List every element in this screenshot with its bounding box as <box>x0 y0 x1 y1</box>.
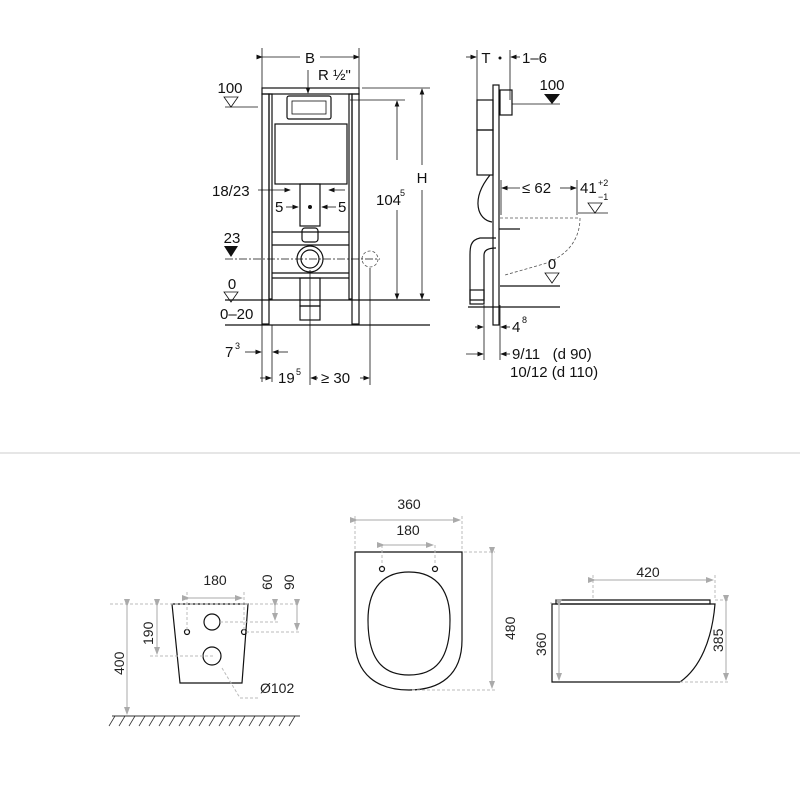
dim-1-6-label: 1–6 <box>522 50 547 67</box>
dim-7-3-label: 7 <box>225 344 233 361</box>
height-385-label: 385 <box>710 628 726 652</box>
dim-9-11-label: 9/11 (d 90) <box>512 346 592 363</box>
dim-4-8-label: 4 <box>512 319 520 336</box>
dim-41-tolerance-minus: −1 <box>598 192 608 202</box>
dim-19-5-sup: 5 <box>296 367 301 377</box>
dim-90-label: 90 <box>281 574 297 590</box>
dim-41-tolerance-plus: +2 <box>598 178 608 188</box>
range-0-20-label: 0–20 <box>220 306 253 323</box>
level-0-label: 0 <box>228 276 236 293</box>
width-label: B <box>305 50 315 67</box>
length-480-label: 480 <box>502 616 518 640</box>
dim-4-8-sup: 8 <box>522 315 527 325</box>
dim-41-label: 41 <box>580 180 597 197</box>
outlet-diameter-label: Ø102 <box>260 680 294 696</box>
level-0-label: 0 <box>548 256 556 273</box>
dim-5-right-label: 5 <box>338 199 346 216</box>
dim-62-label: ≤ 62 <box>522 180 551 197</box>
dim-10-12-label: 10/12 (d 110) <box>510 364 598 381</box>
height-label: H <box>417 170 428 187</box>
toilet-top-view: 360 180 480 <box>350 496 518 691</box>
hole-spacing-180-label: 180 <box>203 572 227 588</box>
height-360-label: 360 <box>533 632 549 656</box>
depth-label: T <box>481 50 490 67</box>
height-104-sup: 5 <box>400 188 405 198</box>
height-104-label: 104 <box>376 192 401 209</box>
width-360-label: 360 <box>397 496 421 512</box>
level-23-label: 23 <box>224 230 241 247</box>
installation-frame-side-view: T 1–6 100 ≤ 62 41 +2 −1 0 4 8 9/11 (d 90… <box>466 50 608 381</box>
length-420-label: 420 <box>636 564 660 580</box>
installation-frame-front-view: B R ½" 100 104 5 H 18/23 5 5 23 0 0–20 7… <box>212 48 430 387</box>
dim-5-left-label: 5 <box>275 199 283 216</box>
dim-190-label: 190 <box>140 621 156 645</box>
dim-400-label: 400 <box>111 651 127 675</box>
level-100-label: 100 <box>539 77 564 94</box>
dim-19-5-label: 19 <box>278 370 295 387</box>
toilet-side-view: 420 360 385 <box>533 564 730 683</box>
hole-spacing-180-label: 180 <box>396 522 420 538</box>
level-100-label: 100 <box>217 80 242 97</box>
dim-60-label: 60 <box>259 574 275 590</box>
dim-7-3-sup: 3 <box>235 341 240 351</box>
dim-30-label: ≥ 30 <box>321 370 350 387</box>
supply-label: R ½" <box>318 67 351 84</box>
dim-18-23-label: 18/23 <box>212 183 250 200</box>
toilet-back-view: 180 60 90 190 400 Ø102 <box>108 572 300 727</box>
floor-hatching <box>108 715 296 727</box>
